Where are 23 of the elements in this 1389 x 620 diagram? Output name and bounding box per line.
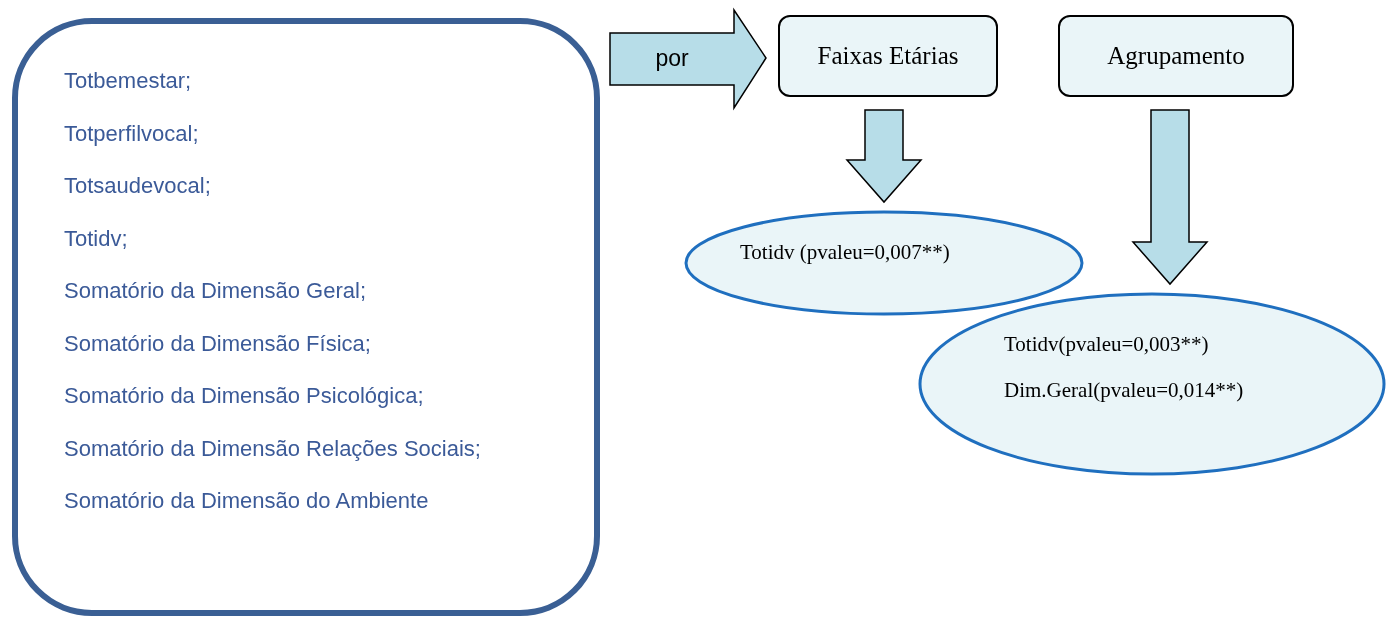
result-text: Totidv(pvaleu=0,003**) <box>1004 331 1209 358</box>
box-label: Faixas Etárias <box>817 41 959 71</box>
list-item: Totidv; <box>64 224 128 253</box>
result-text: Dim.Geral(pvaleu=0,014**) <box>1004 377 1244 404</box>
list-item: Somatório da Dimensão Física; <box>64 329 371 358</box>
edge-label: por <box>655 44 689 72</box>
block-arrow <box>1131 109 1209 286</box>
process-box <box>1058 15 1294 97</box>
list-item: Totsaudevocal; <box>64 172 211 200</box>
list-item: Somatório da Dimensão Psicológica; <box>64 382 424 410</box>
list-item: Somatório da Dimensão do Ambiente <box>64 487 429 515</box>
rounded-panel <box>12 18 600 616</box>
list-item: Somatório da Dimensão Geral; <box>64 277 367 305</box>
block-arrow <box>845 109 923 204</box>
block-arrow <box>609 7 767 111</box>
box-label: Agrupamento <box>1107 41 1245 71</box>
list-item: Somatório da Dimensão Relações Sociais; <box>64 434 481 463</box>
list-item: Totperfilvocal; <box>64 119 199 148</box>
list-item: Totbemestar; <box>64 67 192 95</box>
process-box <box>778 15 998 97</box>
result-ellipse <box>684 210 1084 316</box>
result-ellipse <box>918 292 1386 476</box>
result-text: Totidv (pvaleu=0,007**) <box>740 239 950 266</box>
